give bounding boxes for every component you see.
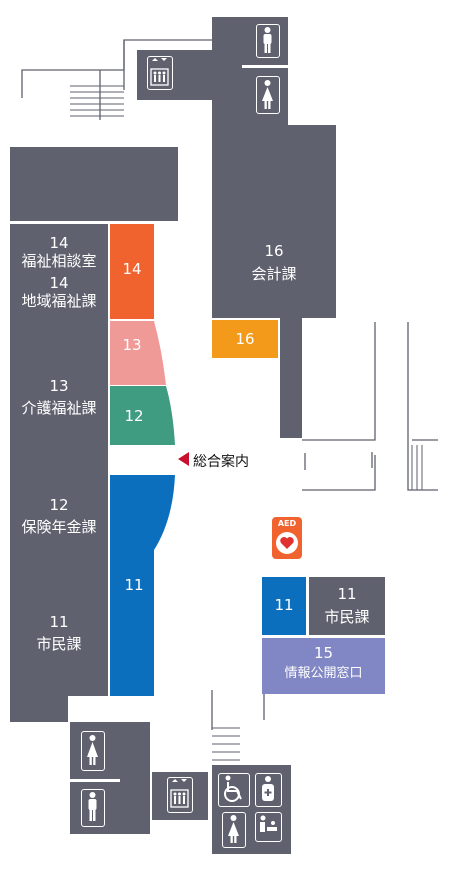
room-accounting-tail (280, 318, 302, 438)
stairs-icon (70, 85, 124, 117)
top-left-block (10, 147, 178, 221)
counter-13-label: 13 (122, 336, 142, 354)
room-insurance-pension-number: 12 (49, 496, 69, 514)
counter-13 (110, 321, 166, 385)
male-restroom-icon (256, 24, 280, 58)
room-welfare-consult-label: 福祉相談室 (21, 252, 97, 270)
room-accounting (212, 221, 336, 318)
room-care-welfare-number: 13 (49, 377, 69, 395)
ostomate-icon (255, 773, 282, 807)
restroom-accessible (212, 765, 291, 854)
info-desk-label: 総合案内 (193, 454, 249, 470)
room-info-disclosure (262, 638, 385, 694)
room-citizen-left-number: 11 (49, 613, 69, 631)
room-community-welfare-label: 地域福祉課 (21, 292, 97, 310)
room-accounting-number: 16 (264, 242, 284, 260)
restroom-women-top (212, 65, 242, 125)
counter-11 (110, 475, 175, 696)
wheelchair-icon (218, 773, 250, 807)
room-info-disclosure-label: 情報公開窓口 (284, 666, 363, 681)
male-restroom-icon (81, 789, 105, 827)
counter-14-label: 14 (122, 260, 142, 278)
counter-11-right: 11 (262, 577, 306, 635)
female-restroom-icon (81, 731, 105, 771)
counter-12 (110, 386, 175, 445)
room-welfare-consult-number: 14 (49, 234, 69, 252)
room-citizen-right-label: 市民課 (324, 608, 370, 626)
counter-16: 16 (212, 320, 278, 358)
room-info-disclosure-number: 15 (313, 644, 334, 662)
baby-changing-icon (255, 812, 282, 842)
counter-12-label: 12 (124, 407, 144, 425)
female-restroom-icon (256, 76, 280, 114)
counter-14 (110, 224, 154, 319)
female-restroom-icon (222, 812, 246, 848)
counter-11-label: 11 (124, 576, 144, 594)
room-insurance-pension-label: 保険年金課 (21, 518, 97, 536)
room-care-welfare-label: 介護福祉課 (21, 399, 97, 417)
elevator-icon (147, 56, 173, 90)
room-community-welfare-number: 14 (49, 274, 69, 292)
aed-icon: AED (272, 517, 302, 559)
room-citizen-left-label: 市民課 (36, 635, 82, 653)
bottom-left-strip (10, 696, 68, 722)
room-accounting-top (212, 125, 336, 221)
left-offices (10, 224, 108, 696)
room-accounting-label: 会計課 (251, 265, 297, 283)
elevator-icon (167, 777, 193, 813)
room-citizen-right (309, 577, 385, 635)
info-desk-marker-icon (178, 452, 189, 466)
room-citizen-right-number: 11 (337, 585, 357, 603)
